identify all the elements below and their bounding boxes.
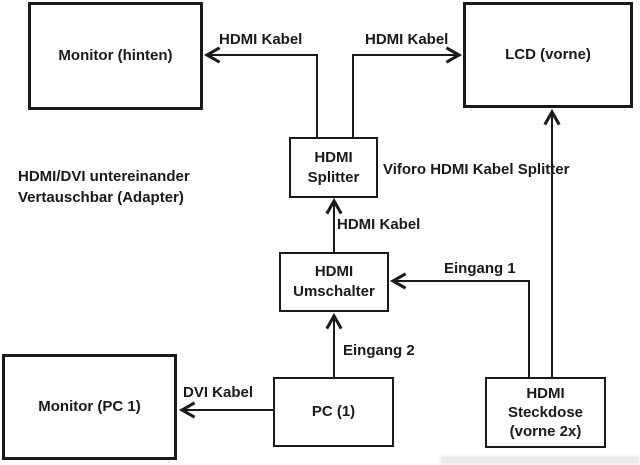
connector-splitter-to-lcd [352,46,463,140]
connector-steckdose-to-umschalter-eingang1 [389,272,530,377]
annotation-adapter-note: HDMI/DVI untereinander Vertauschbar (Ada… [18,168,190,206]
edge-label-dvi-kabel: DVI Kabel [183,384,254,401]
edge-label-eingang-2: Eingang 2 [343,342,415,359]
edge-label-hdmi-kabel-monitor: HDMI Kabel [219,31,303,48]
edge-label-hdmi-kabel-lcd: HDMI Kabel [365,31,449,48]
edge-label-eingang-1: Eingang 1 [444,260,516,277]
node-lcd-vorne: LCD (vorne) [463,2,633,108]
annotation-viforo: Viforo HDMI Kabel Splitter [383,161,570,178]
connector-splitter-to-monitor-hinten [203,46,318,140]
scan-artifact [440,456,640,464]
node-pc-1: PC (1) [273,377,394,447]
node-hdmi-splitter: HDMI Splitter [289,137,378,198]
node-hdmi-steckdose: HDMI Steckdose (vorne 2x) [485,377,606,448]
edge-label-hdmi-kabel-umschalter: HDMI Kabel [337,216,421,233]
node-monitor-pc1: Monitor (PC 1) [2,354,177,460]
node-monitor-hinten: Monitor (hinten) [28,2,203,110]
node-hdmi-umschalter: HDMI Umschalter [279,252,389,312]
